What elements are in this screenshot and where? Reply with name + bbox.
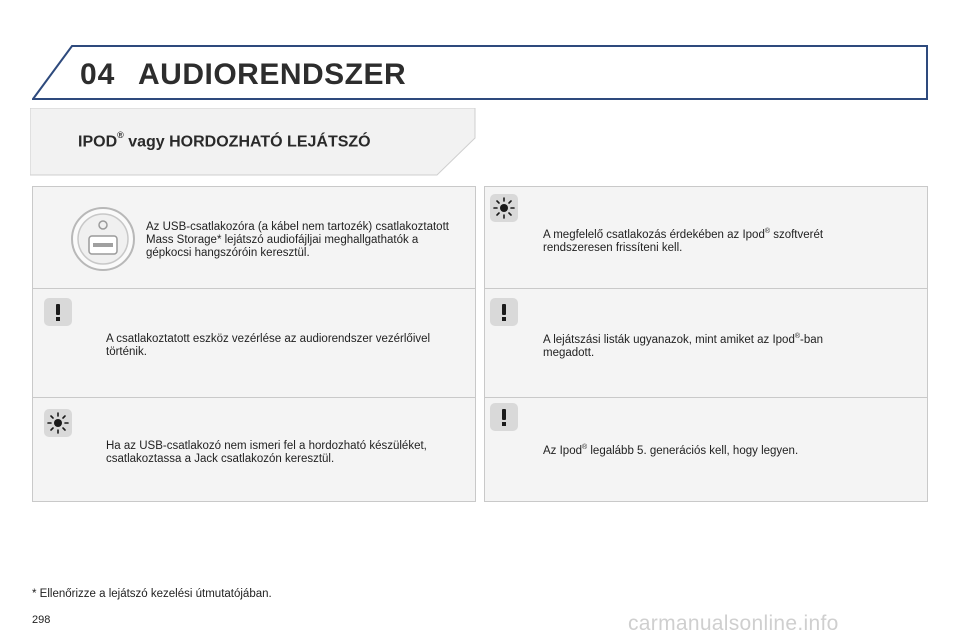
divider <box>32 397 476 398</box>
chapter-header <box>32 44 928 100</box>
ipod-generation-text: Az Ipod® legalább 5. generációs kell, ho… <box>543 444 799 457</box>
usb-info-text: Az USB-csatlakozóra (a kábel nem tartozé… <box>146 221 449 259</box>
section-title: IPOD® vagy HORDOZHATÓ LEJÁTSZÓ <box>78 130 371 151</box>
watermark: carmanualsonline.info <box>628 612 839 635</box>
divider <box>32 288 476 289</box>
usb-socket-icon <box>70 206 136 272</box>
section-tab <box>30 108 476 176</box>
exclamation-icon <box>44 298 72 326</box>
right-info-panel <box>484 186 928 502</box>
page-number: 298 <box>32 614 51 626</box>
lightbulb-icon <box>44 409 72 437</box>
warning-text: A csatlakoztatott eszköz vezérlése az au… <box>106 333 431 358</box>
lightbulb-icon <box>490 194 518 222</box>
ipod-update-text: A megfelelő csatlakozás érdekében az Ipo… <box>543 228 824 254</box>
tip-text: Ha az USB-csatlakozó nem ismeri fel a ho… <box>106 440 427 465</box>
chapter-title: AUDIORENDSZER <box>138 58 407 91</box>
divider <box>484 397 928 398</box>
exclamation-icon <box>490 403 518 431</box>
playlist-text: A lejátszási listák ugyanazok, mint amik… <box>543 333 824 359</box>
divider <box>484 288 928 289</box>
footnote: * Ellenőrizze a lejátszó kezelési útmuta… <box>32 588 272 600</box>
exclamation-icon <box>490 298 518 326</box>
chapter-number: 04 <box>80 58 116 91</box>
